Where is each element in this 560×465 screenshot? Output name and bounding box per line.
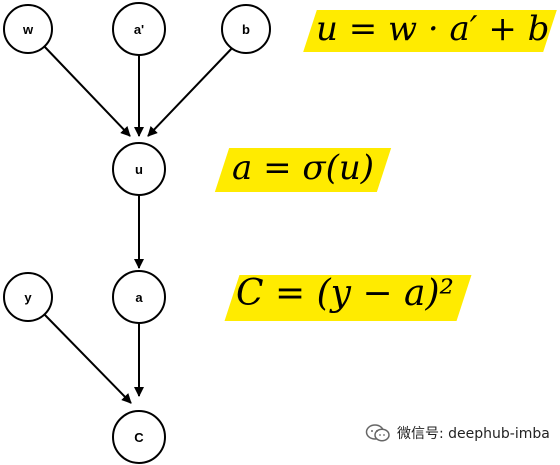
wechat-icon: [365, 424, 390, 442]
node-y-label: y: [24, 290, 32, 305]
node-b-label: b: [242, 22, 250, 37]
node-a-prime-label: a': [134, 22, 144, 37]
node-w: w: [3, 4, 53, 54]
watermark-text: 微信号: deephub-imba: [397, 426, 550, 442]
equation-u: u = w · a′ + b: [316, 9, 550, 49]
edge-w-to-u: [42, 44, 131, 137]
node-u: u: [112, 142, 166, 196]
node-a-label: a: [135, 290, 143, 305]
equation-c: C = (y − a)²: [236, 273, 454, 314]
node-u-label: u: [135, 162, 143, 177]
node-b: b: [221, 4, 271, 54]
node-w-label: w: [22, 22, 34, 37]
node-a-prime: a': [112, 2, 166, 56]
node-a: a: [112, 270, 166, 324]
node-c: C: [112, 410, 166, 464]
edge-b-to-u: [147, 44, 236, 137]
watermark: 微信号: deephub-imba: [365, 423, 550, 443]
edge-y-to-c: [43, 313, 132, 404]
node-y: y: [3, 272, 53, 322]
node-c-label: C: [134, 430, 144, 445]
equation-a: a = σ(u): [232, 148, 375, 188]
